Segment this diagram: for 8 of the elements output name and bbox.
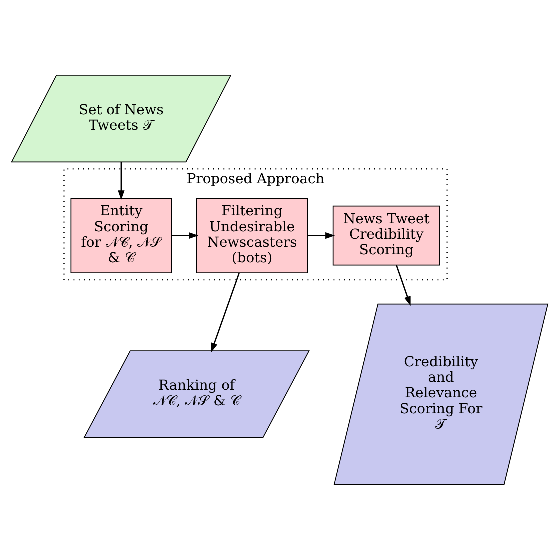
arrow (118, 162, 125, 200)
arrow (308, 232, 336, 239)
node-box: Entity Scoring for 𝒩𝒞, 𝒩𝒮 & 𝒞 (70, 198, 172, 273)
arrow (396, 264, 411, 306)
node-box: News Tweet Credibility Scoring (332, 205, 440, 266)
node-box: Filtering Undesirable Newscasters (bots) (196, 198, 308, 273)
arrow (172, 232, 199, 239)
arrow (211, 272, 240, 352)
